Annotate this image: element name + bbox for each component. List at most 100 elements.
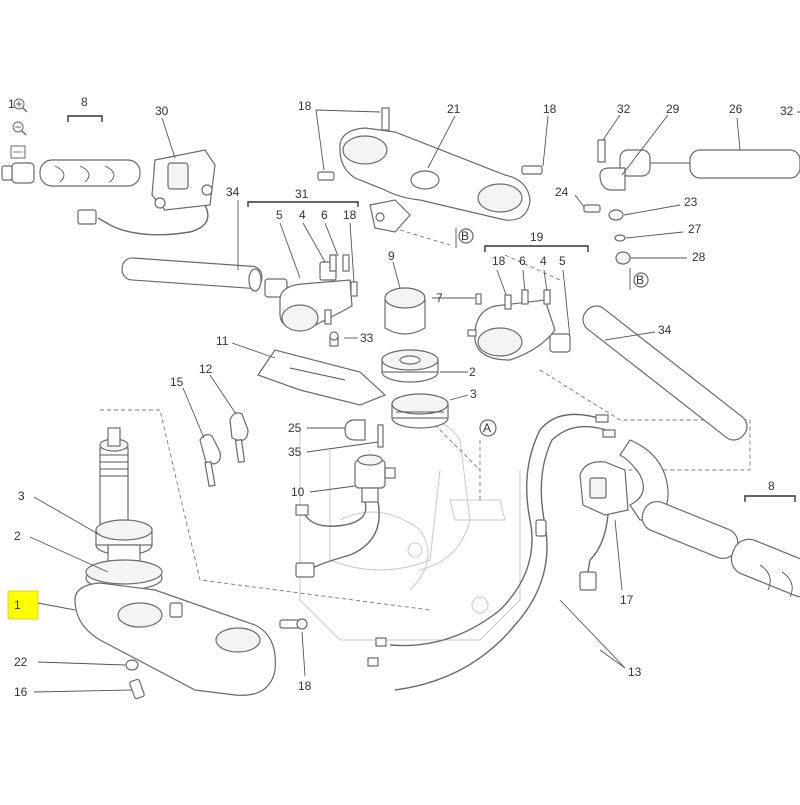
callout-19: 19 <box>530 230 544 244</box>
callout-1: 1 <box>14 598 21 612</box>
callout-16: 16 <box>14 685 28 699</box>
screw-35[interactable] <box>377 424 384 448</box>
ignition-mount-bracket[interactable] <box>369 199 411 233</box>
callout-26: 26 <box>729 102 743 116</box>
callout-35: 35 <box>288 445 302 459</box>
callout-28: 28 <box>692 250 706 264</box>
top-yoke-screws[interactable] <box>317 107 543 181</box>
right-clipon-top-tube[interactable] <box>619 149 800 179</box>
cable-end-a <box>595 414 609 423</box>
lower-yoke-pinch-screw[interactable] <box>279 618 308 630</box>
right-clipon-tube[interactable] <box>578 301 752 445</box>
right-switch-cluster[interactable] <box>579 461 629 516</box>
callout-12: 12 <box>199 362 213 376</box>
ignition-bracket-25[interactable] <box>344 419 366 441</box>
right-small-hardware[interactable] <box>583 204 631 265</box>
left-switch-wiring <box>77 204 209 236</box>
left-clipon-tube[interactable] <box>121 257 263 292</box>
callout-15: 15 <box>170 375 184 389</box>
callout-32-a: 32 <box>617 102 631 116</box>
callout-4-left: 4 <box>299 208 306 222</box>
callout-2-mid: 2 <box>469 365 476 379</box>
left-switch-cluster[interactable] <box>151 149 216 211</box>
ignition-wiring <box>295 501 380 578</box>
lower-yoke[interactable] <box>74 582 276 696</box>
ignition-switch-10[interactable] <box>354 454 396 503</box>
highlighted-callout-1[interactable]: 1 <box>7 590 39 620</box>
callout-5-left: 5 <box>276 208 283 222</box>
assembly-line-topyoke <box>399 229 561 281</box>
callout-8-right: 8 <box>768 479 775 493</box>
callout-30: 30 <box>155 104 169 118</box>
callout-31: 31 <box>295 187 309 201</box>
cable-end-b <box>602 429 616 438</box>
bracket-8-right <box>744 495 796 502</box>
callout-9: 9 <box>388 249 395 263</box>
callout-18-right: 18 <box>492 254 506 268</box>
ignition-key-15[interactable] <box>199 434 221 488</box>
upper-bearing[interactable] <box>391 393 449 429</box>
reference-marker-b-top: B <box>455 228 474 248</box>
callout-2-left: 2 <box>14 529 21 543</box>
throttle-body[interactable] <box>619 439 669 521</box>
callout-23: 23 <box>684 195 698 209</box>
right-clipon-clamp-small[interactable] <box>597 139 626 191</box>
callout-29: 29 <box>666 102 680 116</box>
bracket-8-top <box>67 115 103 122</box>
right-switch-wiring <box>579 514 609 591</box>
callout-8-top: 8 <box>81 95 88 109</box>
ref-b-right: B <box>636 273 644 287</box>
fit-view-icon[interactable] <box>10 145 26 159</box>
screw-33[interactable] <box>329 331 339 347</box>
left-grip[interactable] <box>39 159 141 187</box>
callout-13: 13 <box>628 665 642 679</box>
callout-10: 10 <box>291 485 305 499</box>
callout-34-left: 34 <box>226 185 240 199</box>
callout-18-topright: 18 <box>543 102 557 116</box>
ref-b-top: B <box>461 229 469 243</box>
ignition-key-12[interactable] <box>229 412 249 463</box>
callout-3-mid: 3 <box>470 387 477 401</box>
callout-32-b: 32 - <box>780 104 800 118</box>
callout-4-right: 4 <box>540 254 547 268</box>
pin-7[interactable] <box>475 293 482 305</box>
bracket-19 <box>484 245 589 252</box>
dust-seal[interactable] <box>381 349 439 383</box>
ignition-cover-11[interactable] <box>257 349 387 406</box>
right-clamp[interactable] <box>467 289 571 361</box>
callout-6-right: 6 <box>519 254 526 268</box>
right-grip[interactable] <box>638 497 800 601</box>
bar-end-weight[interactable] <box>1 162 35 184</box>
left-clamp[interactable] <box>264 261 353 332</box>
stem-nut[interactable] <box>384 287 426 335</box>
reference-marker-b-right: B <box>629 268 649 290</box>
frame-outline <box>299 417 521 641</box>
zoom-in-icon[interactable] <box>13 98 28 113</box>
screw-16[interactable] <box>129 678 145 700</box>
top-yoke[interactable] <box>339 127 531 221</box>
throttle-cables[interactable] <box>367 413 616 691</box>
cable-adjuster <box>535 519 547 537</box>
bracket-31 <box>247 201 359 207</box>
callout-top-left: 1 <box>8 97 15 111</box>
callout-34-right: 34 <box>658 323 672 337</box>
callout-22: 22 <box>14 655 28 669</box>
callout-17: 17 <box>620 593 634 607</box>
callout-24: 24 <box>555 185 569 199</box>
callout-5-right: 5 <box>559 254 566 268</box>
callout-6-left: 6 <box>321 208 328 222</box>
callout-18-left: 18 <box>343 208 357 222</box>
callout-25: 25 <box>288 421 302 435</box>
assembly-line-left <box>100 409 431 611</box>
callout-3-left: 3 <box>18 489 25 503</box>
assembly-line-right <box>539 369 751 471</box>
cable-end-d <box>367 657 379 667</box>
zoom-out-icon[interactable] <box>12 121 27 136</box>
callout-18-bottom: 18 <box>298 679 312 693</box>
callout-11: 11 <box>216 334 229 348</box>
washer-22[interactable] <box>125 659 139 671</box>
callout-18-topleft: 18 <box>298 99 312 113</box>
lower-bearing[interactable] <box>95 519 153 556</box>
